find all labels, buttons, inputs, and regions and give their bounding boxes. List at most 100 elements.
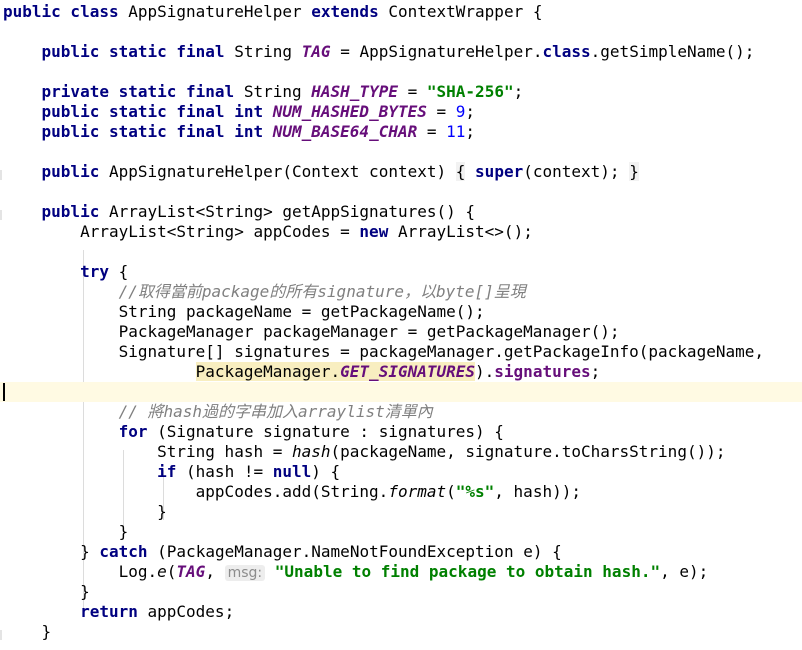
code-text: (context);	[523, 162, 620, 181]
keyword: public static final int	[41, 122, 264, 141]
code-text: String hash =	[157, 442, 283, 461]
code-text: ) {	[311, 462, 341, 481]
keyword: class	[542, 42, 591, 61]
field-name: HASH_TYPE	[311, 82, 398, 101]
parameter-hint: msg:	[224, 565, 266, 581]
field-name: signatures	[494, 362, 591, 381]
code-text: (	[446, 482, 456, 501]
code-line[interactable]: return appCodes;	[0, 602, 802, 622]
code-line[interactable]: public static final int NUM_BASE64_CHAR …	[0, 122, 802, 142]
field-name: TAG	[176, 562, 206, 581]
code-line[interactable]: }	[0, 502, 802, 522]
code-text: }	[80, 542, 90, 561]
method-call: format	[388, 482, 447, 501]
code-line[interactable]: public class AppSignatureHelper extends …	[0, 2, 802, 22]
code-line[interactable]: Signature[] signatures = packageManager.…	[0, 342, 802, 362]
code-line[interactable]: public static final String TAG = AppSign…	[0, 42, 802, 62]
code-line[interactable]: public static final int NUM_HASHED_BYTES…	[0, 102, 802, 122]
code-text: ;	[465, 102, 476, 121]
code-text: ArrayList<String> appCodes =	[80, 222, 350, 241]
code-line[interactable]: Log.e(TAG, msg: "Unable to find package …	[0, 562, 802, 582]
type-name: String	[234, 42, 292, 61]
code-text: (packageName, signature.toCharsString())…	[330, 442, 726, 461]
code-text: = AppSignatureHelper.	[340, 42, 543, 61]
number-literal: 11	[446, 122, 466, 141]
keyword: try	[80, 262, 109, 281]
constructor-signature: AppSignatureHelper(Context context)	[108, 162, 447, 181]
keyword: super	[475, 162, 524, 181]
keyword: private static final	[41, 82, 235, 101]
code-line[interactable]: PackageManager.GET_SIGNATURES).signature…	[0, 362, 802, 382]
operator: =	[426, 122, 437, 141]
class-name: AppSignatureHelper	[128, 2, 302, 21]
code-text: (	[166, 562, 177, 581]
field-name: NUM_BASE64_CHAR	[272, 122, 418, 141]
code-line[interactable]: try {	[0, 262, 802, 282]
code-line[interactable]: appCodes.add(String.format("%s", hash));	[0, 482, 802, 502]
keyword: public	[41, 162, 100, 181]
code-text: }	[118, 522, 129, 541]
code-text: String packageName = getPackageName();	[118, 302, 485, 321]
method-call: e	[157, 562, 167, 581]
code-text: Log.	[118, 562, 158, 581]
comment: //取得當前package的所有signature，以byte[]呈現	[118, 282, 526, 301]
field-name: NUM_HASHED_BYTES	[272, 102, 427, 121]
code-text: ContextWrapper {	[388, 2, 543, 21]
code-text: , e);	[660, 562, 709, 581]
text-caret	[3, 383, 5, 401]
operator: =	[407, 82, 418, 101]
code-line[interactable]: String hash = hash(packageName, signatur…	[0, 442, 802, 462]
number-literal: 9	[455, 102, 466, 121]
string-literal: "SHA-256"	[426, 82, 514, 101]
code-line[interactable]: }	[0, 582, 802, 602]
code-text: (Signature signature : signatures) {	[157, 422, 504, 441]
code-text: ).	[475, 362, 495, 381]
current-line[interactable]	[0, 382, 802, 402]
indent-guide	[163, 470, 164, 520]
method-signature: ArrayList<String> getAppSignatures() {	[108, 202, 476, 221]
code-line[interactable]: private static final String HASH_TYPE = …	[0, 82, 802, 102]
code-text: (PackageManager.NameNotFoundException e)…	[157, 542, 562, 561]
code-text: appCodes;	[147, 602, 235, 621]
code-line[interactable]: PackageManager packageManager = getPacka…	[0, 322, 802, 342]
keyword: null	[272, 462, 312, 481]
code-text: }	[80, 582, 90, 601]
code-text: ;	[590, 362, 601, 381]
keyword: if	[157, 462, 177, 481]
keyword: public static final	[41, 42, 225, 61]
indent-guide	[123, 450, 124, 530]
keyword: extends	[311, 2, 379, 21]
keyword: return	[80, 602, 138, 621]
highlighted-usage: PackageManager.GET_SIGNATURES	[195, 362, 476, 381]
code-line[interactable]: // 將hash過的字串加入arraylist清單內	[0, 402, 802, 422]
string-literal: "%s"	[455, 482, 495, 501]
code-line[interactable]: String packageName = getPackageName();	[0, 302, 802, 322]
method-call: hash	[292, 442, 331, 461]
fold-marker[interactable]	[0, 210, 2, 220]
code-text: Signature[] signatures = packageManager.…	[118, 342, 764, 361]
code-line[interactable]: public ArrayList<String> getAppSignature…	[0, 202, 802, 222]
fold-marker[interactable]	[0, 170, 2, 180]
keyword: public	[41, 202, 100, 221]
constant-name: GET_SIGNATURES	[340, 362, 476, 381]
keyword: catch	[99, 542, 148, 561]
code-line[interactable]: } catch (PackageManager.NameNotFoundExce…	[0, 542, 802, 562]
code-text: {	[118, 262, 129, 281]
keyword: public static final int	[41, 102, 264, 121]
fold-marker[interactable]	[0, 630, 2, 640]
code-text: , hash));	[494, 482, 581, 501]
code-line[interactable]: public AppSignatureHelper(Context contex…	[0, 162, 802, 182]
code-line[interactable]: if (hash != null) {	[0, 462, 802, 482]
code-line[interactable]: for (Signature signature : signatures) {	[0, 422, 802, 442]
code-line[interactable]: //取得當前package的所有signature，以byte[]呈現	[0, 282, 802, 302]
string-literal: "Unable to find package to obtain hash."	[274, 562, 661, 581]
code-line[interactable]: }	[0, 622, 802, 642]
indent-guide	[83, 250, 84, 608]
code-line[interactable]: }	[0, 522, 802, 542]
code-line[interactable]: ArrayList<String> appCodes = new ArrayLi…	[0, 222, 802, 242]
code-text: PackageManager.	[195, 362, 341, 381]
keyword: public class	[3, 2, 119, 21]
folded-brace[interactable]: }	[629, 162, 639, 181]
folded-brace[interactable]: {	[455, 162, 466, 181]
